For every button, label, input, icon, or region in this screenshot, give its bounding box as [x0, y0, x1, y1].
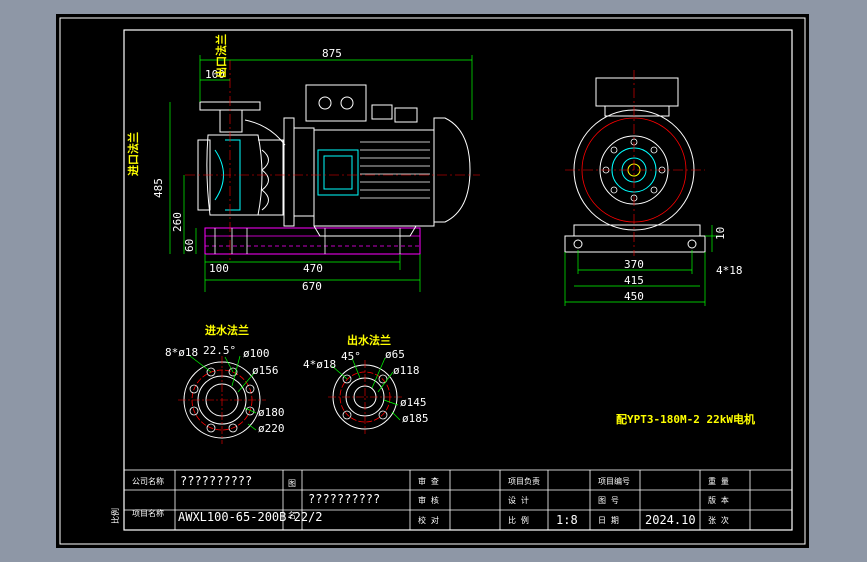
review-1: 审 查: [418, 476, 439, 486]
dim-470: 470: [303, 262, 323, 275]
pump-side-view: 10 370 415 450 4*18: [564, 70, 743, 306]
scale-label: 比 例: [508, 515, 529, 525]
inlet-flange-title: 进水法兰: [205, 323, 249, 337]
company-label: 公司名称: [132, 476, 164, 486]
dim-370: 370: [624, 258, 644, 271]
review-2: 审 核: [418, 495, 439, 505]
dim-485: 485: [152, 178, 165, 198]
title-block: [123, 469, 793, 531]
inlet-d100: ø100: [243, 347, 270, 360]
pump-front-view: 875 100 485 260 60 100 470 670 出口法兰 进口法兰: [126, 34, 480, 293]
outer-frame: [59, 17, 806, 545]
dim-875: 875: [322, 47, 342, 60]
outlet-flange-detail: 出水法兰 4*ø18 45° ø65 ø118 ø145 ø185: [303, 333, 429, 434]
sheet-label: 张 次: [708, 515, 729, 525]
drawing-sheet: 875 100 485 260 60 100 470 670 出口法兰 进口法兰: [56, 14, 809, 548]
outlet-angle: 45°: [341, 350, 361, 363]
dim-415: 415: [624, 274, 644, 287]
inlet-holes: 8*ø18: [165, 346, 198, 359]
outlet-d185: ø185: [402, 412, 429, 425]
inlet-angle: 22.5°: [203, 344, 236, 357]
date-label: 日 期: [598, 516, 619, 525]
review-3: 校 对: [418, 515, 439, 525]
weight-label: 重 量: [708, 476, 729, 486]
outlet-d118: ø118: [393, 364, 420, 377]
inlet-d220: ø220: [258, 422, 285, 435]
date-value: 2024.10: [645, 513, 696, 527]
project-lead: 项目负责: [508, 476, 540, 486]
inlet-d180: ø180: [258, 406, 285, 419]
scale-value: 1:8: [556, 513, 578, 527]
outlet-d65: ø65: [385, 348, 405, 361]
design: 设 计: [508, 495, 529, 505]
drawing-label-2: 名: [288, 510, 296, 520]
dim-100-top: 100: [205, 68, 225, 81]
inlet-d156: ø156: [252, 364, 279, 377]
outlet-holes: 4*ø18: [303, 358, 336, 371]
project-no: 项目编号: [598, 476, 630, 486]
dim-100-bottom: 100: [209, 262, 229, 275]
outlet-flange-label: 出口法兰: [214, 34, 228, 78]
inlet-flange-detail: 进水法兰 8*ø18 22.5° ø100 ø156 ø180 ø220: [165, 323, 285, 444]
drawing-no: 图 号: [598, 496, 619, 505]
project-label: 项目名称: [132, 508, 164, 518]
outlet-flange-title: 出水法兰: [347, 333, 391, 347]
dim-450: 450: [624, 290, 644, 303]
title-block-text: 公司名称 ?????????? 项目名称 AWXL100-65-200B-22/…: [110, 474, 729, 527]
cad-drawing: 875 100 485 260 60 100 470 670 出口法兰 进口法兰: [59, 17, 806, 545]
dim-holes-4x18: 4*18: [716, 264, 743, 277]
drawing-value: ??????????: [308, 492, 380, 506]
motor-note: 配YPT3-180M-2 22kW电机: [616, 412, 755, 426]
dim-60: 60: [183, 239, 196, 252]
project-value: AWXL100-65-200B-22/2: [178, 510, 323, 524]
dim-10: 10: [714, 227, 727, 240]
side-mark: 比例: [110, 508, 120, 524]
base-frame: [204, 227, 421, 255]
dim-670: 670: [302, 280, 322, 293]
outlet-d145: ø145: [400, 396, 427, 409]
drawing-label: 图: [288, 479, 296, 488]
company-value: ??????????: [180, 474, 252, 488]
version-label: 版 本: [708, 495, 729, 505]
inlet-flange-label: 进口法兰: [126, 132, 140, 176]
dim-260: 260: [171, 212, 184, 232]
